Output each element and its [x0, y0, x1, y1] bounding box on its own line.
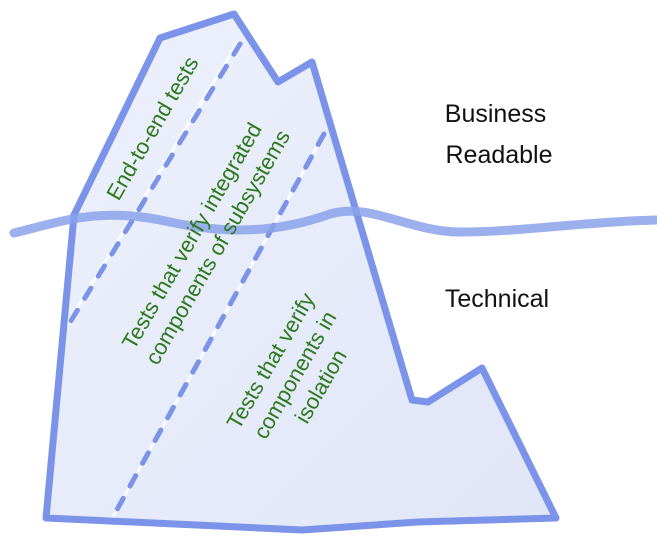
side-label-line: Readable: [445, 141, 552, 169]
side-label-business-readable: Business Readable: [445, 100, 553, 169]
iceberg-body: [46, 14, 556, 530]
divider-top: [55, 41, 243, 345]
iceberg-outline: [42, 10, 560, 534]
water-line: [9, 206, 657, 238]
divider-bottom: [105, 131, 327, 529]
layer-dividers: [55, 41, 327, 529]
side-label-technical: Technical: [445, 285, 549, 313]
side-label-line: Business: [445, 100, 546, 128]
side-label-line: Technical: [445, 285, 549, 313]
